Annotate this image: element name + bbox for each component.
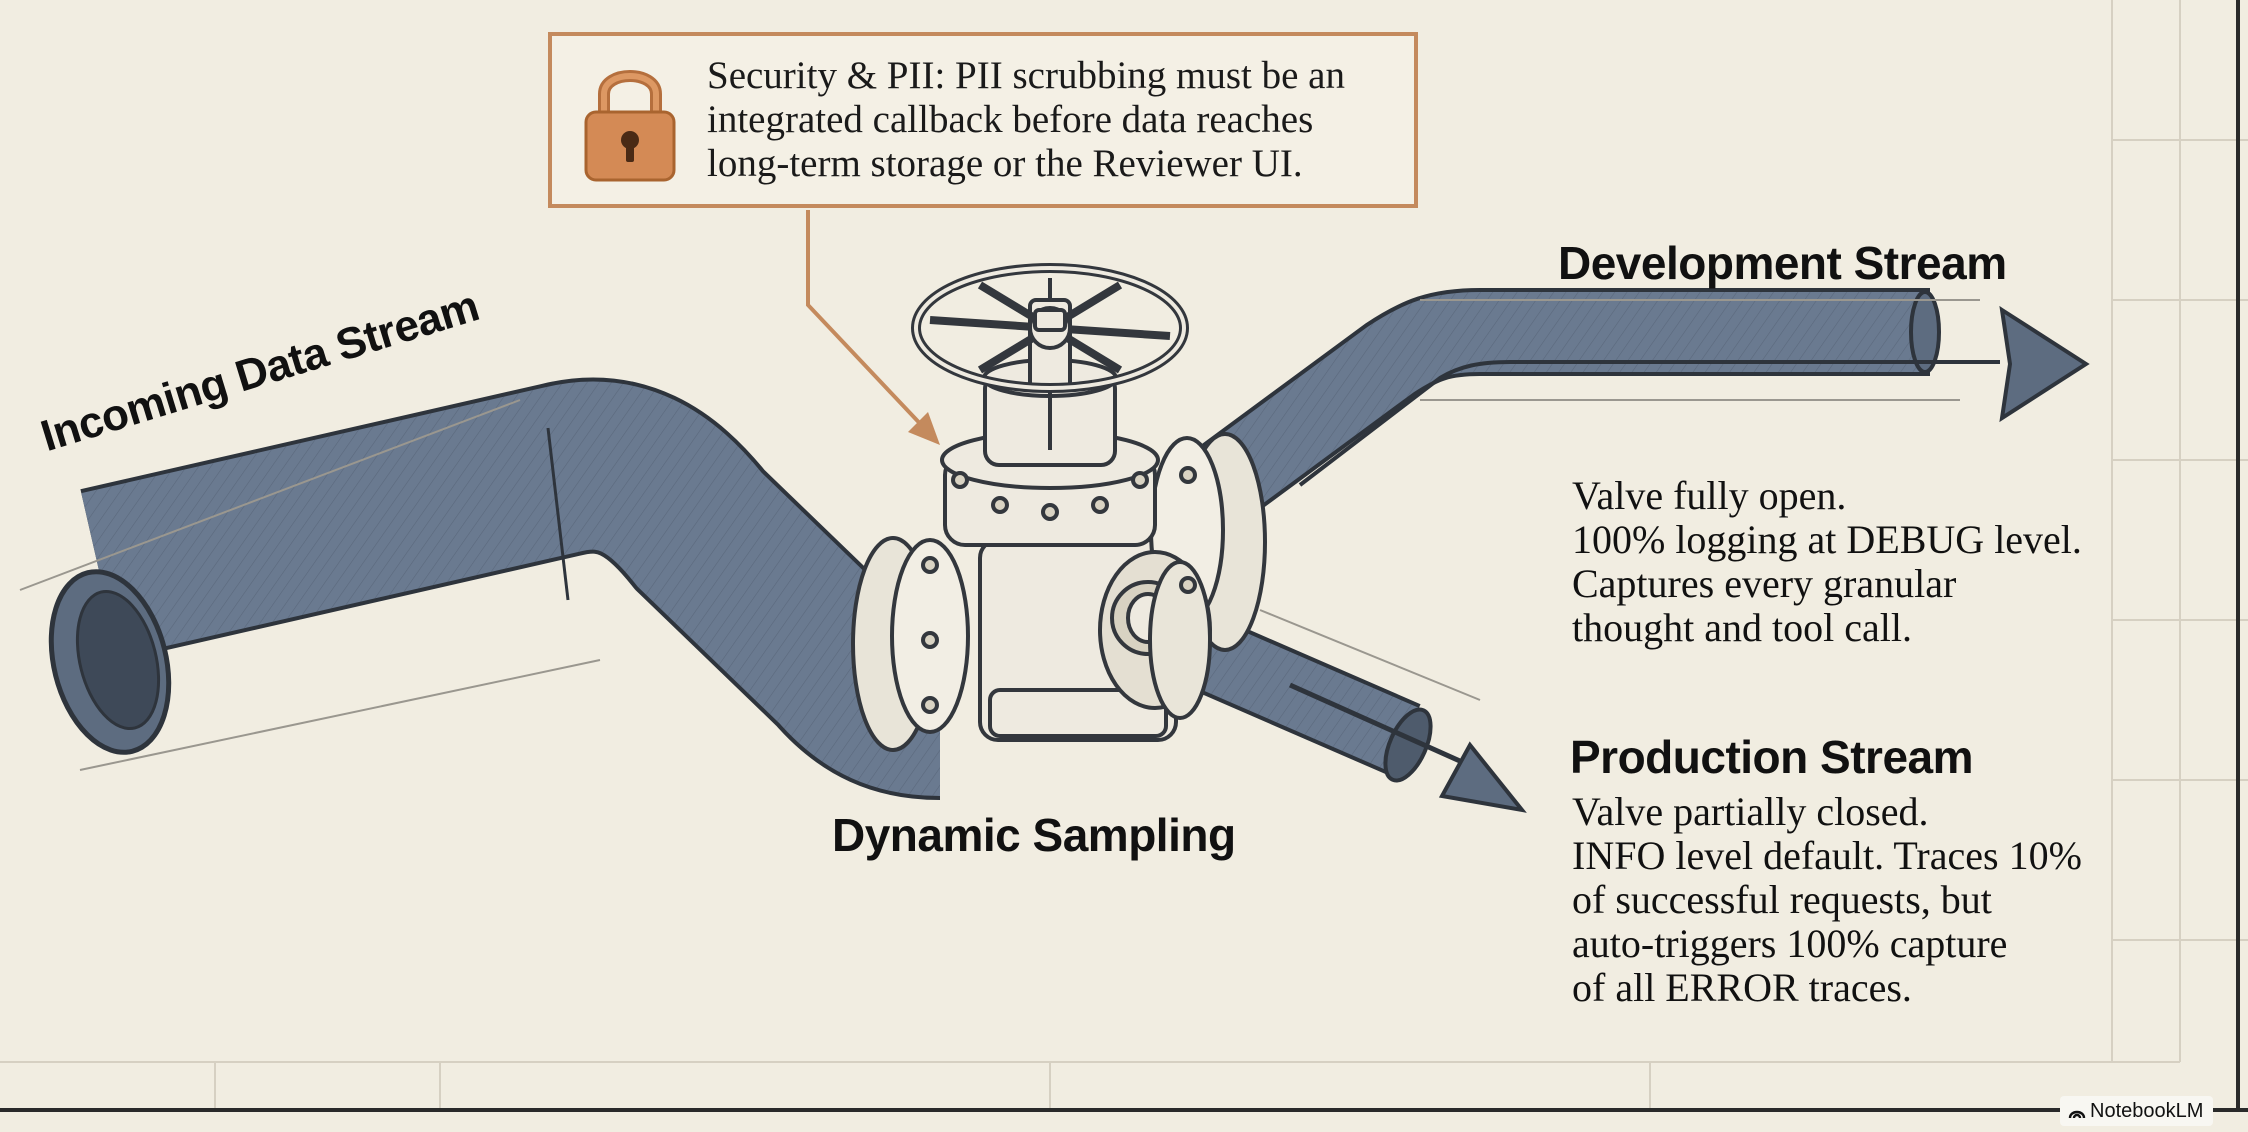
brand-label: NotebookLM xyxy=(2090,1100,2204,1122)
production-note-line: INFO level default. Traces 10% xyxy=(1572,833,2082,878)
sketch-lines xyxy=(19,299,1980,771)
callout-line: long-term storage or the Reviewer UI. xyxy=(707,142,1303,185)
lock-icon xyxy=(584,70,676,182)
production-note-line: of successful requests, but xyxy=(1572,877,1992,922)
development-note-line: Valve fully open. xyxy=(1572,473,1847,518)
callout-line: Security & PII: PII scrubbing must be an xyxy=(707,54,1345,97)
development-notes: Valve fully open. 100% logging at DEBUG … xyxy=(1572,474,2082,650)
production-note-line: Valve partially closed. xyxy=(1572,789,1929,834)
production-note-line: auto-triggers 100% capture xyxy=(1572,921,2008,966)
development-note-line: 100% logging at DEBUG level. xyxy=(1572,517,2082,562)
production-notes: Valve partially closed. INFO level defau… xyxy=(1572,790,2082,1010)
callout-line: integrated callback before data reaches xyxy=(707,98,1314,141)
valve-assembly xyxy=(851,263,1267,752)
callout-leader-arrow xyxy=(806,210,940,445)
development-stream-label: Development Stream xyxy=(1558,237,2007,289)
development-pipe xyxy=(1173,288,2090,536)
development-note-line: thought and tool call. xyxy=(1572,605,1912,650)
development-note-line: Captures every granular xyxy=(1572,561,1957,606)
security-callout: Security & PII: PII scrubbing must be an… xyxy=(548,32,1418,208)
production-note-line: of all ERROR traces. xyxy=(1572,965,1912,1010)
callout-text: Security & PII: PII scrubbing must be an… xyxy=(707,54,1345,186)
notebooklm-logo-icon xyxy=(2068,1110,2086,1118)
dynamic-sampling-label: Dynamic Sampling xyxy=(832,809,1236,861)
notebooklm-badge: NotebookLM xyxy=(2060,1096,2214,1126)
production-pipe xyxy=(1159,604,1527,813)
production-stream-label: Production Stream xyxy=(1570,731,1974,783)
incoming-pipe xyxy=(48,377,943,800)
